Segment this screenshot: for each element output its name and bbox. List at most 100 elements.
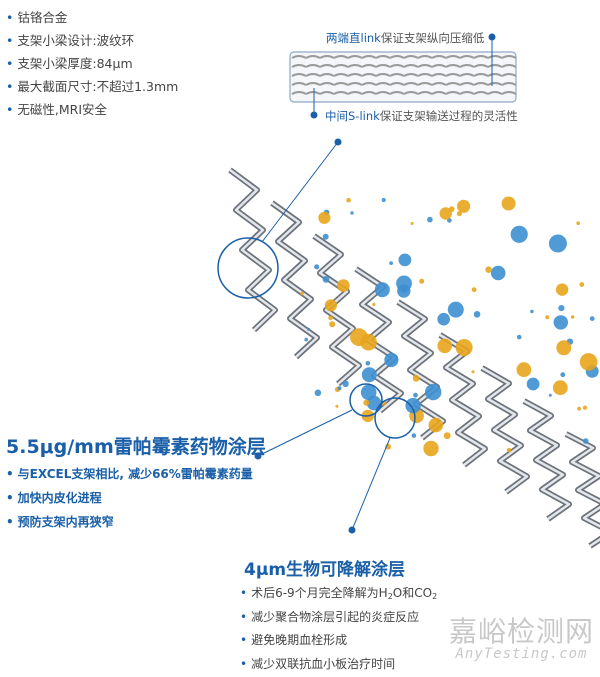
particle	[582, 405, 588, 410]
particle	[322, 233, 329, 240]
particle	[443, 432, 451, 440]
particle	[398, 253, 412, 267]
particle	[410, 222, 414, 225]
particle	[419, 278, 425, 284]
particle	[328, 315, 333, 321]
zoom-circle	[349, 383, 383, 417]
callout-dot	[334, 138, 342, 146]
particle	[577, 406, 581, 411]
spec-item: 最大截面尺寸:不超过1.3mm	[6, 75, 178, 98]
particle	[490, 265, 506, 281]
drug-item: 预防支架内再狭窄	[6, 510, 253, 534]
particle	[571, 315, 575, 319]
stent-ring-highlight	[565, 432, 600, 548]
particle	[506, 447, 512, 453]
particle	[329, 321, 336, 328]
particle	[439, 207, 452, 220]
particle	[456, 211, 462, 217]
bio-item: 避免晚期血栓形成	[240, 629, 437, 653]
particle	[501, 196, 516, 211]
stent-ring	[564, 431, 600, 549]
bio-item: 减少聚合物涂层引起的炎症反应	[240, 606, 437, 630]
particle	[318, 211, 331, 224]
particle	[372, 302, 376, 307]
particle	[314, 389, 322, 397]
particle	[447, 218, 452, 223]
mesh-row	[291, 91, 517, 95]
particle	[510, 225, 528, 243]
pointer-dot	[310, 111, 318, 119]
particle	[423, 440, 439, 457]
drug-coating-list: 与EXCEL支架相比, 减少66%雷帕霉素药量 加快内皮化进程 预防支架内再狭窄	[6, 462, 253, 534]
mesh-row	[291, 73, 517, 77]
particle	[558, 305, 565, 312]
particle	[324, 299, 337, 312]
particle	[449, 206, 455, 212]
stent-ring-highlight	[523, 399, 571, 521]
particle	[545, 315, 550, 320]
callout-line	[261, 141, 339, 243]
particle	[552, 380, 568, 396]
stent-ring-highlight	[481, 366, 529, 494]
particle	[381, 197, 386, 203]
mesh-row	[291, 82, 517, 86]
particle	[455, 339, 473, 356]
stent-ring-highlight	[313, 234, 361, 385]
particle	[314, 264, 320, 270]
particle	[412, 374, 420, 382]
particle	[300, 291, 304, 296]
callout-dot	[254, 452, 262, 460]
drug-coating-title: 5.5μg/mm雷帕霉素药物涂层	[6, 436, 266, 458]
particle	[576, 221, 580, 225]
particle	[530, 309, 534, 314]
particle	[485, 266, 492, 274]
particle	[350, 328, 368, 347]
particle	[365, 361, 371, 366]
s-link-label: 中间S-link保证支架输送过程的灵活性	[325, 109, 518, 123]
particle	[548, 393, 552, 397]
particle	[457, 199, 471, 213]
bio-item: 减少双联抗血小板治疗时间	[240, 653, 437, 677]
particle	[337, 279, 350, 292]
particle	[555, 283, 569, 296]
zoom-circle	[217, 237, 279, 299]
stent-ring-highlight	[397, 300, 445, 439]
drug-particles	[300, 196, 599, 457]
particle	[516, 362, 532, 378]
particle	[363, 399, 370, 406]
particle	[447, 301, 464, 318]
callout-line	[257, 409, 353, 457]
spec-item: 无磁性,MRI安全	[6, 98, 178, 121]
zoom-circle	[374, 397, 416, 439]
stent-ring-highlight	[229, 168, 277, 331]
spec-item: 支架小梁厚度:84μm	[6, 52, 178, 75]
callout-lines	[217, 138, 416, 534]
particle	[553, 315, 568, 330]
mesh-frame	[289, 51, 517, 103]
particle	[322, 276, 330, 283]
stent-ring-highlight	[439, 333, 487, 466]
particle	[427, 216, 433, 223]
bio-item: 术后6-9个月完全降解为H2O和CO2	[240, 582, 437, 606]
particle	[560, 372, 566, 378]
particle	[579, 282, 585, 287]
particle	[425, 383, 442, 401]
particle	[526, 377, 540, 391]
straight-link-label: 两端直link保证支架纵向压缩低	[326, 31, 485, 45]
particle	[579, 353, 598, 371]
pointer-dot	[488, 33, 496, 41]
particle	[335, 404, 339, 408]
particle	[374, 282, 390, 298]
particle	[556, 340, 572, 356]
stent-mesh-diagram	[289, 33, 517, 119]
particle	[361, 367, 377, 383]
bio-coating-title: 4μm生物可降解涂层	[244, 560, 406, 580]
particle	[389, 261, 393, 265]
callout-dot	[348, 526, 356, 534]
particle	[307, 327, 310, 331]
particle	[304, 337, 309, 342]
bio-coating-list: 术后6-9个月完全降解为H2O和CO2 减少聚合物涂层引起的炎症反应 避免晚期血…	[240, 582, 437, 676]
particle	[342, 380, 349, 387]
particle	[350, 211, 354, 215]
